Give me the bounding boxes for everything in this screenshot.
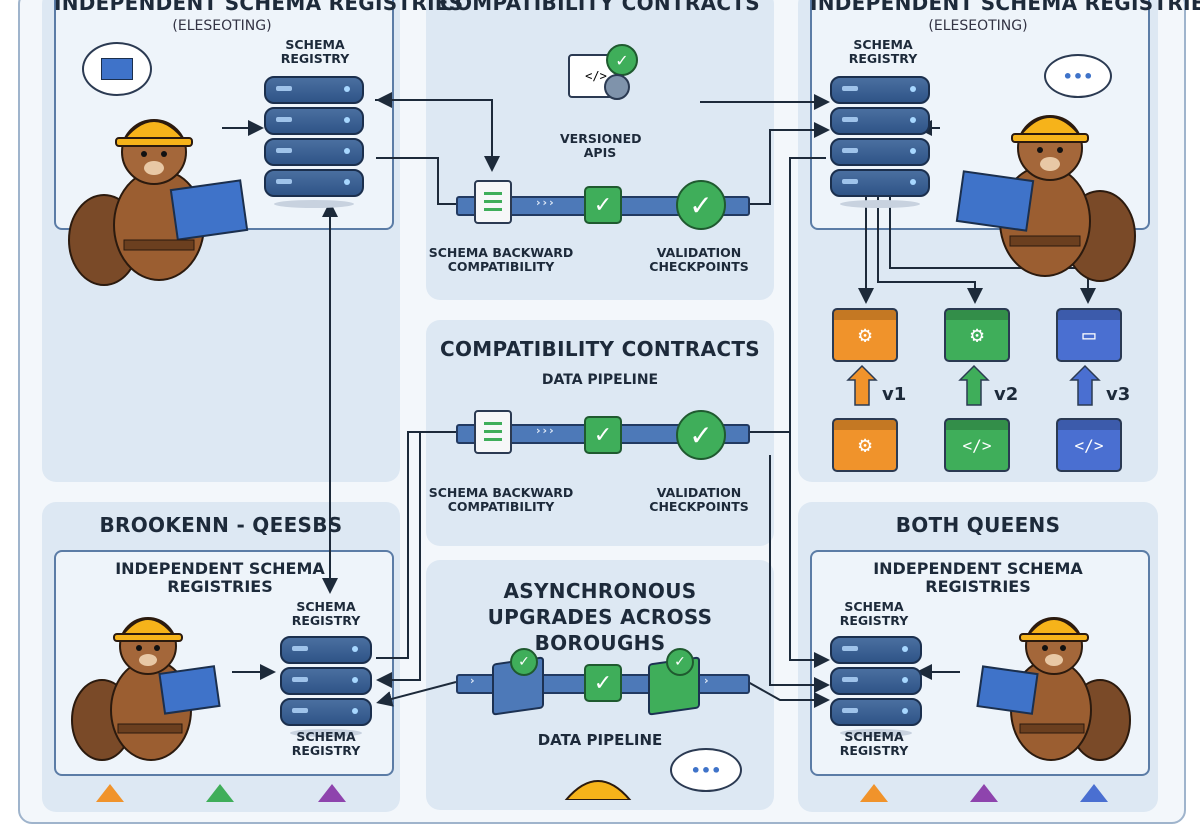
pipeline-chevrons: › [704, 674, 711, 687]
bottom-left-registry-label-bottom: SCHEMA REGISTRY [291, 729, 361, 759]
top-left-caption: SCHEMA BACKWARD COMPATIBILITY [428, 245, 574, 275]
bottom-center-subtitle: DATA PIPELINE [537, 731, 663, 749]
beaver-engineer-icon [64, 90, 254, 294]
db-disk [264, 138, 364, 166]
pipeline-chevrons: › [470, 674, 477, 687]
top-center-title: COMPATIBILITY CONTRACTS [440, 0, 760, 15]
beaver-helmet-icon [560, 770, 636, 804]
top-right-registry-label: SCHEMA REGISTRY [848, 37, 918, 67]
top-left-title: INDEPENDENT SCHEMA REGISTRIES [54, 0, 464, 15]
db-disk [830, 138, 930, 166]
beaver-engineer-icon [950, 96, 1140, 290]
db-disk [830, 667, 922, 695]
db-disk [264, 107, 364, 135]
db-disk [280, 667, 372, 695]
db-disk [264, 76, 364, 104]
purple-triangle-icon [318, 784, 346, 802]
v1-gear-window-icon: ⚙ [832, 308, 898, 362]
db-shadow [290, 729, 362, 737]
v3-code-window-icon: </> [1056, 418, 1122, 472]
green-triangle-icon [206, 784, 234, 802]
beaver-engineer-icon [66, 600, 236, 774]
v3-window-icon: ▭ [1056, 308, 1122, 362]
checkpoint-check-icon: ✓ [584, 416, 622, 454]
green-cube-check-icon: ✓ [666, 648, 694, 676]
versioned-api-icon: </> ✓ [568, 44, 638, 100]
v1-gears-window-icon: ⚙ [832, 418, 898, 472]
pipeline-chevrons: ››› [536, 424, 556, 437]
bottom-left-registry-label-top: SCHEMA REGISTRY [291, 599, 361, 629]
db-shadow [840, 200, 920, 208]
checkpoint-check-icon: ✓ [584, 664, 622, 702]
db-disk [830, 636, 922, 664]
bottom-right-schema-registry [830, 636, 922, 737]
top-right-title: INDEPENDENT SCHEMA REGISTRIES [810, 0, 1200, 15]
middle-right-caption: VALIDATION CHECKPOINTS [649, 485, 749, 515]
db-disk [280, 698, 372, 726]
top-right-schema-registry [830, 76, 930, 208]
thought-bubble-blueprint [82, 42, 152, 96]
top-left-registry-label: SCHEMA REGISTRY [280, 37, 350, 67]
db-disk [830, 169, 930, 197]
v2-gear-window-icon: ⚙ [944, 308, 1010, 362]
versioned-apis-label: VERSIONED APIS [560, 131, 642, 161]
validation-check-icon: ✓ [676, 410, 726, 460]
v2-label: v2 [994, 384, 1019, 405]
bottom-right-card-title: INDEPENDENT SCHEMA REGISTRIES [873, 559, 1083, 597]
db-shadow [840, 729, 912, 737]
top-right-subtitle: (ELESEOTING) [928, 18, 1028, 34]
top-right-caption: VALIDATION CHECKPOINTS [649, 245, 749, 275]
db-shadow [274, 200, 354, 208]
bottom-left-title: BROOKENN - QEESBS [99, 513, 343, 537]
v2-code-window-icon: </> [944, 418, 1010, 472]
bottom-right-registry-label-bottom: SCHEMA REGISTRY [839, 729, 909, 759]
blue-cube-check-icon: ✓ [510, 648, 538, 676]
validation-check-icon: ✓ [676, 180, 726, 230]
bottom-left-schema-registry [280, 636, 372, 737]
bottom-right-registry-label-top: SCHEMA REGISTRY [839, 599, 909, 629]
db-disk [830, 698, 922, 726]
beaver-engineer-icon [966, 600, 1136, 774]
connector-arrows [222, 92, 1101, 708]
db-disk [264, 169, 364, 197]
bottom-center-title: ASYNCHRONOUS UPGRADES ACROSS BOROUGHS [487, 579, 713, 655]
thought-bubble-dots: ••• [1044, 54, 1112, 98]
top-left-schema-registry [264, 76, 364, 208]
schema-clipboard-icon [474, 410, 512, 454]
v1-label: v1 [882, 384, 907, 405]
bottom-right-title: BOTH QUEENS [895, 513, 1061, 537]
blue-triangle-icon [1080, 784, 1108, 802]
db-disk [830, 76, 930, 104]
purple-triangle-icon [970, 784, 998, 802]
db-disk [830, 107, 930, 135]
db-disk [280, 636, 372, 664]
middle-left-caption: SCHEMA BACKWARD COMPATIBILITY [428, 485, 574, 515]
top-left-subtitle: (ELESEOTING) [172, 18, 272, 34]
panel-top-center [426, 0, 774, 300]
checkpoint-check-icon: ✓ [584, 186, 622, 224]
schema-clipboard-icon [474, 180, 512, 224]
middle-center-subtitle: DATA PIPELINE [541, 372, 659, 388]
middle-center-title: COMPATIBILITY CONTRACTS [440, 337, 760, 361]
pipeline-chevrons: ››› [536, 196, 556, 209]
thought-bubble-dots: ••• [670, 748, 742, 792]
orange-triangle-icon [860, 784, 888, 802]
orange-triangle-icon [96, 784, 124, 802]
v3-label: v3 [1106, 384, 1131, 405]
bottom-left-card-title: INDEPENDENT SCHEMA REGISTRIES [115, 559, 325, 597]
